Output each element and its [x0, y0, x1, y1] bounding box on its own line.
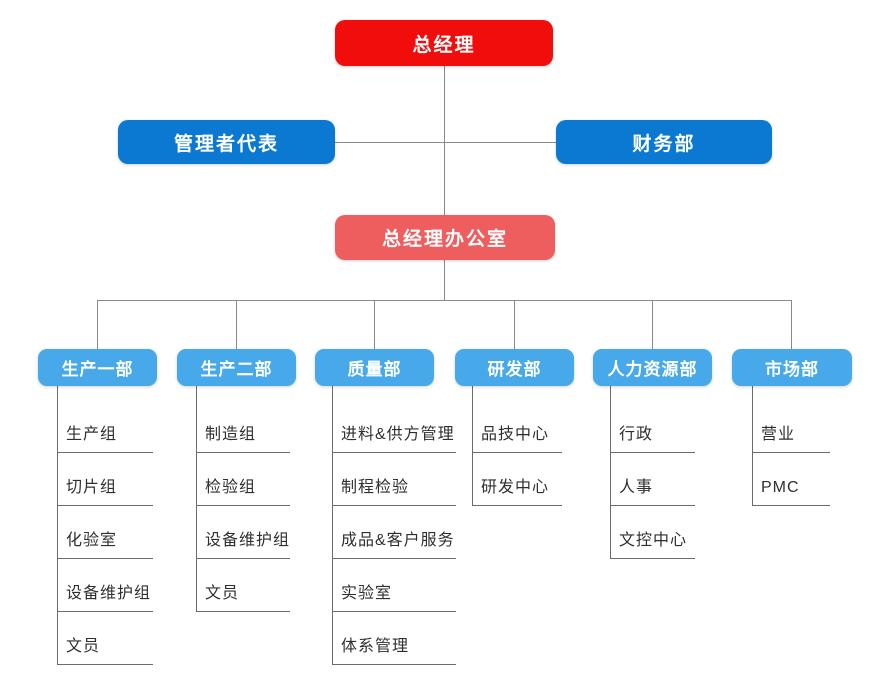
connector-line: [791, 300, 792, 349]
leaf-item: 进料&供方管理: [332, 415, 456, 453]
leaf-item: 文控中心: [610, 521, 695, 559]
leaf-item: 检验组: [196, 468, 290, 506]
connector-line: [444, 260, 445, 300]
leaf-item: 行政: [610, 415, 695, 453]
leaf-item: 文员: [57, 627, 153, 665]
leaf-item: 实验室: [332, 574, 456, 612]
connector-line: [97, 300, 792, 301]
node-label: 管理者代表: [173, 133, 279, 155]
node-dept-quality: 质量部: [315, 349, 434, 386]
node-dept-production-2: 生产二部: [177, 349, 296, 386]
leaf-item: 成品&客户服务: [332, 521, 456, 559]
leaf-item: 化验室: [57, 521, 153, 559]
list-spine-line: [752, 386, 753, 506]
leaf-item: 文员: [196, 574, 290, 612]
connector-line: [444, 66, 445, 215]
node-label: 财务部: [632, 133, 696, 155]
node-label: 生产二部: [200, 360, 273, 379]
connector-line: [335, 142, 556, 143]
leaf-item: 制造组: [196, 415, 290, 453]
node-label: 总经理办公室: [381, 229, 508, 250]
node-label: 质量部: [347, 360, 402, 379]
leaf-item: 人事: [610, 468, 695, 506]
leaf-item: 营业: [752, 415, 830, 453]
leaf-item: 生产组: [57, 415, 153, 453]
node-gm-office: 总经理办公室: [335, 215, 555, 260]
connector-line: [374, 300, 375, 349]
leaf-item: 切片组: [57, 468, 153, 506]
node-dept-production-1: 生产一部: [38, 349, 157, 386]
connector-line: [652, 300, 653, 349]
leaf-item: 设备维护组: [196, 521, 290, 559]
leaf-item: 品技中心: [472, 415, 562, 453]
list-spine-line: [196, 386, 197, 612]
node-dept-rnd: 研发部: [455, 349, 574, 386]
list-spine-line: [472, 386, 473, 506]
node-general-manager: 总经理: [335, 20, 553, 66]
list-spine-line: [57, 386, 58, 665]
connector-line: [514, 300, 515, 349]
list-spine-line: [610, 386, 611, 559]
node-label: 生产一部: [61, 360, 134, 379]
connector-line: [97, 300, 98, 349]
node-dept-market: 市场部: [732, 349, 852, 386]
leaf-item: 研发中心: [472, 468, 562, 506]
leaf-item: PMC: [752, 468, 830, 506]
node-label: 市场部: [765, 360, 819, 379]
node-label: 研发部: [487, 360, 542, 379]
node-label: 人力资源部: [607, 360, 698, 379]
node-dept-hr: 人力资源部: [593, 349, 712, 386]
connector-line: [236, 300, 237, 349]
leaf-item: 体系管理: [332, 627, 456, 665]
leaf-item: 制程检验: [332, 468, 456, 506]
node-management-representative: 管理者代表: [118, 120, 335, 164]
node-label: 总经理: [412, 34, 476, 56]
list-spine-line: [332, 386, 333, 665]
leaf-item: 设备维护组: [57, 574, 153, 612]
node-finance-dept: 财务部: [556, 120, 772, 164]
